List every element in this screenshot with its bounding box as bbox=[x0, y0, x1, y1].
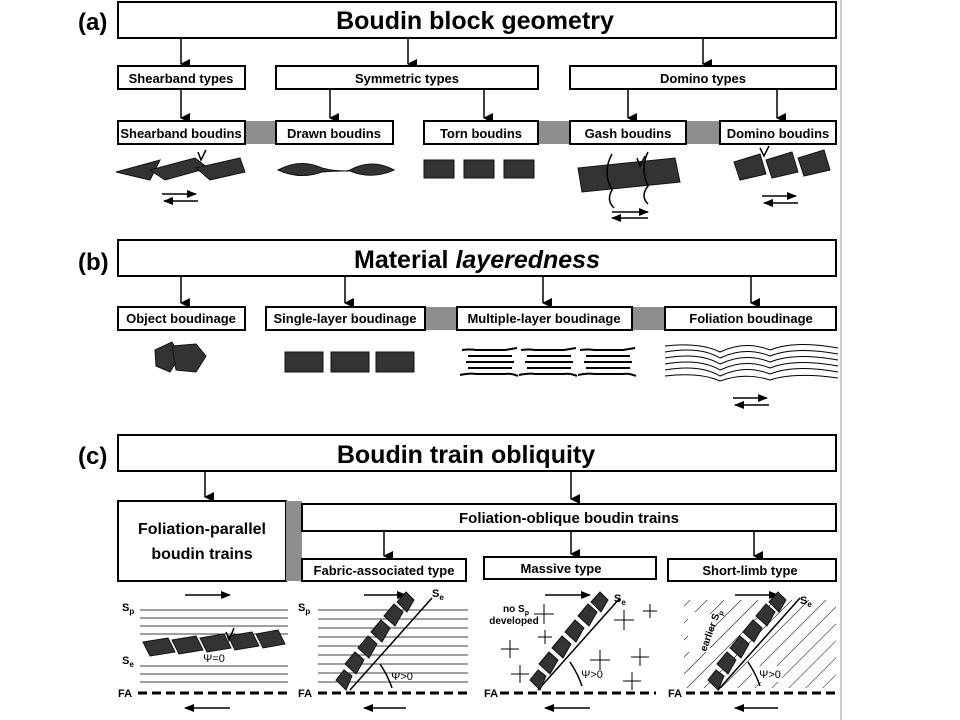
panel-c: (c) Boudin train obliquity Foliation-par… bbox=[78, 434, 837, 712]
label-se: Se bbox=[432, 588, 444, 602]
label-foliation-parallel-2: boudin trains bbox=[151, 546, 252, 563]
gray-connector bbox=[538, 121, 570, 144]
label-sp: Sp bbox=[298, 602, 310, 616]
label-psi-pos: Ψ>0 bbox=[759, 669, 781, 681]
group-label-shearband: Shearband types bbox=[129, 71, 234, 86]
type-label-shearband-boudins: Shearband boudins bbox=[120, 126, 241, 141]
panel-a-title-box bbox=[117, 1, 837, 39]
type-label-single-layer: Single-layer boudinage bbox=[273, 311, 416, 326]
type-box-torn-boudins bbox=[423, 120, 539, 145]
panel-b-title: Material layeredness bbox=[354, 246, 600, 274]
label-fa: FA bbox=[118, 688, 132, 700]
gray-connector bbox=[286, 501, 302, 581]
type-label-short-limb: Short-limb type bbox=[702, 563, 797, 578]
type-label-fabric-associated: Fabric-associated type bbox=[314, 563, 455, 578]
panel-c-letter: (c) bbox=[78, 443, 107, 470]
sketch-shearband-boudins bbox=[115, 149, 246, 205]
sketch-foliation-parallel: Sp Se Ψ=0 FA bbox=[118, 591, 288, 712]
gray-connector bbox=[245, 121, 276, 144]
label-fa: FA bbox=[484, 688, 498, 700]
gray-connector bbox=[686, 121, 720, 144]
group-box-domino bbox=[569, 65, 837, 90]
sketch-foliation-boudinage bbox=[664, 343, 839, 409]
type-box-foliation-boudinage bbox=[664, 306, 837, 331]
sketch-multiple-layer-boudinage bbox=[459, 347, 637, 377]
panel-a: (a) Boudin block geometry Shearband type… bbox=[78, 1, 837, 222]
group-label-domino: Domino types bbox=[660, 71, 746, 86]
label-se: Se bbox=[614, 593, 626, 607]
type-label-massive: Massive type bbox=[521, 561, 602, 576]
type-box-single-layer bbox=[265, 306, 426, 331]
label-fa: FA bbox=[668, 688, 682, 700]
label-psi-zero: Ψ=0 bbox=[203, 653, 225, 665]
group-box-symmetric bbox=[275, 65, 539, 90]
sketch-massive: no Sp developed Se Ψ>0 FA bbox=[484, 591, 657, 712]
sketch-torn-boudins bbox=[423, 159, 535, 179]
type-label-gash-boudins: Gash boudins bbox=[585, 126, 672, 141]
gray-connector bbox=[425, 307, 457, 330]
type-label-multiple-layer: Multiple-layer boudinage bbox=[467, 311, 620, 326]
sketch-gash-boudins bbox=[577, 151, 681, 222]
panel-c-title: Boudin train obliquity bbox=[337, 441, 595, 469]
label-psi-pos: Ψ>0 bbox=[581, 669, 603, 681]
panel-b-title-box bbox=[117, 239, 837, 277]
sketch-drawn-boudins bbox=[276, 163, 396, 176]
panel-b-title-italic: layeredness bbox=[455, 246, 600, 274]
label-developed: developed bbox=[489, 616, 538, 627]
gray-connector bbox=[632, 307, 665, 330]
label-foliation-parallel-1: Foliation-parallel bbox=[138, 521, 266, 538]
panel-c-title-box bbox=[117, 434, 837, 472]
type-box-massive bbox=[483, 556, 657, 580]
type-box-object-boudinage bbox=[117, 306, 246, 331]
sketch-object-boudinage bbox=[154, 341, 207, 373]
sketch-short-limb: earlier Sp Se Ψ>0 FA bbox=[668, 591, 836, 712]
type-box-shearband-boudins bbox=[117, 120, 246, 145]
type-label-object-boudinage: Object boudinage bbox=[126, 311, 236, 326]
label-sp: Sp bbox=[122, 602, 134, 616]
panel-b: (b) Material layeredness Object boudinag… bbox=[78, 239, 839, 409]
type-label-drawn-boudins: Drawn boudins bbox=[287, 126, 381, 141]
sketch-fabric-associated: Sp Se Ψ>0 FA bbox=[298, 588, 468, 712]
label-se: Se bbox=[800, 595, 812, 609]
box-foliation-oblique bbox=[301, 503, 837, 532]
type-label-foliation-boudinage: Foliation boudinage bbox=[689, 311, 813, 326]
type-label-domino-boudins: Domino boudins bbox=[727, 126, 830, 141]
type-box-gash-boudins bbox=[569, 120, 687, 145]
label-fa: FA bbox=[298, 688, 312, 700]
type-label-torn-boudins: Torn boudins bbox=[440, 126, 522, 141]
label-se: Se bbox=[122, 655, 134, 669]
group-label-symmetric: Symmetric types bbox=[355, 71, 459, 86]
box-foliation-parallel bbox=[117, 500, 287, 582]
label-no-sp: no Sp bbox=[503, 604, 529, 617]
panel-b-title-main: Material bbox=[354, 246, 455, 274]
panel-b-letter: (b) bbox=[78, 249, 109, 276]
type-box-short-limb bbox=[667, 558, 837, 582]
type-box-fabric-associated bbox=[301, 558, 467, 582]
label-psi-pos: Ψ>0 bbox=[391, 671, 413, 683]
sketch-single-layer-boudinage bbox=[284, 351, 415, 373]
label-foliation-oblique: Foliation-oblique boudin trains bbox=[459, 510, 679, 527]
type-box-drawn-boudins bbox=[275, 120, 394, 145]
sketch-domino-boudins bbox=[733, 145, 831, 207]
type-box-multiple-layer bbox=[456, 306, 633, 331]
panel-a-letter: (a) bbox=[78, 9, 107, 36]
type-box-domino-boudins bbox=[719, 120, 837, 145]
panel-a-title: Boudin block geometry bbox=[336, 7, 614, 35]
